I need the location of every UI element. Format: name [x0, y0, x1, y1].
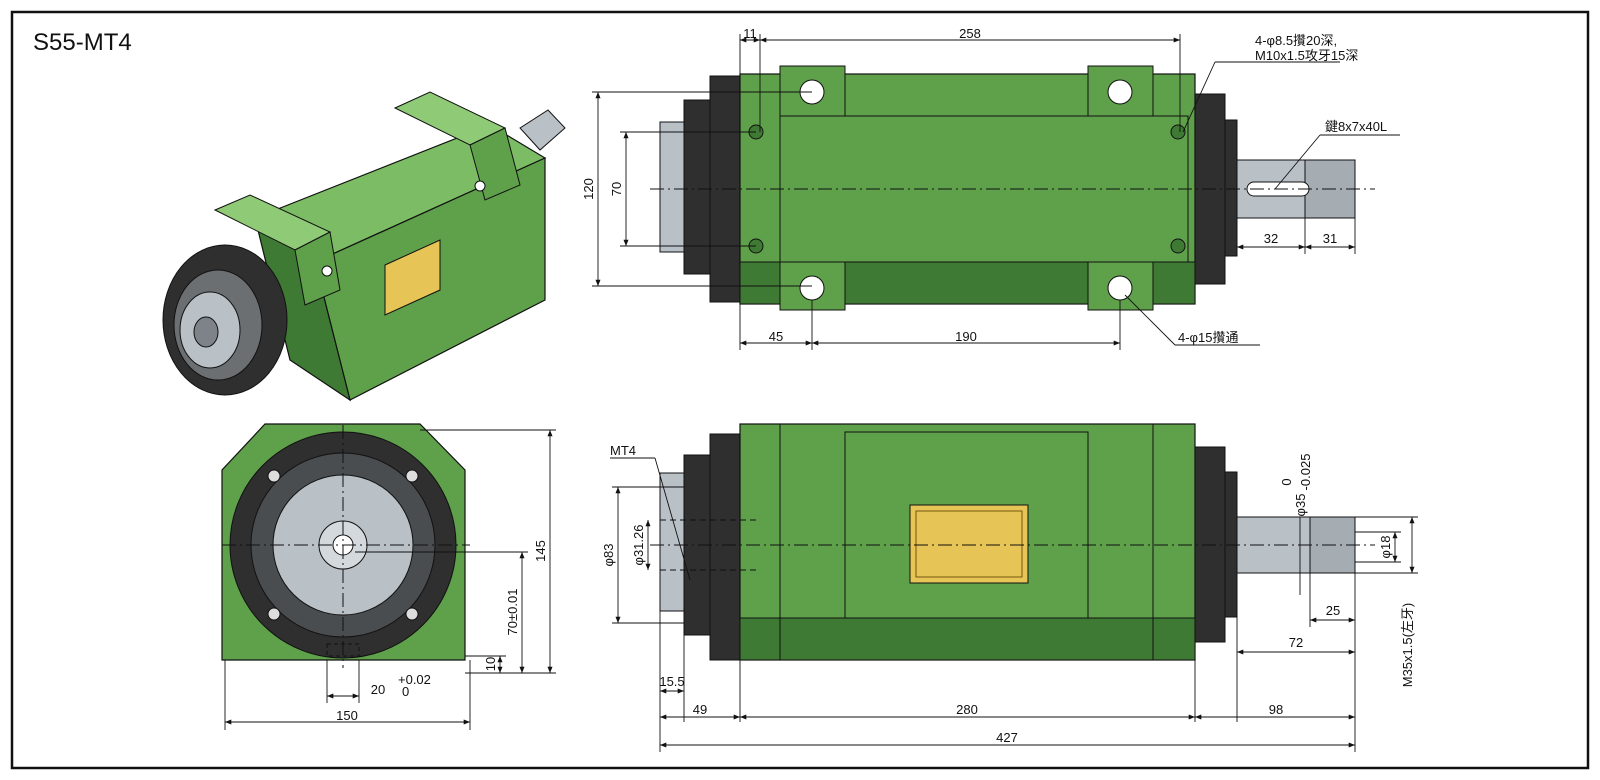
dim-120: 120: [581, 178, 596, 200]
end-view: [221, 423, 470, 668]
dim-phi-31-26: φ31.26: [631, 525, 646, 566]
dim-phi-35-lower-tol: -0.025: [1298, 454, 1313, 491]
dim-phi-35: φ35: [1293, 494, 1308, 517]
dim-49: 49: [693, 702, 707, 717]
iso-rail-front-side: [294, 231, 341, 306]
dim-31: 31: [1323, 231, 1337, 246]
through-hole-icon: [1107, 275, 1133, 301]
dim-427: 427: [996, 730, 1018, 745]
tapped-hole-icon: [1170, 124, 1186, 140]
dim-70-tolerance: 70±0.01: [505, 589, 520, 636]
tapped-hole-icon: [1170, 238, 1186, 254]
note-thread-m35: M35x1.5(左牙): [1400, 603, 1415, 688]
iso-nameplate: [384, 239, 441, 316]
top-view: [650, 65, 1375, 311]
nameplate-inner-border: [915, 510, 1023, 578]
top-spindle-nose: [659, 121, 685, 253]
dim-258: 258: [959, 26, 981, 41]
dim-20-upper-tol: +0.02: [398, 672, 431, 687]
dim-98: 98: [1269, 702, 1283, 717]
dim-20-lower-tol: 0: [402, 684, 409, 699]
top-rear-cap: [1224, 119, 1238, 257]
side-front-flange: [709, 433, 741, 661]
dim-145: 145: [533, 540, 548, 562]
dim-11: 11: [743, 26, 757, 41]
iso-hole-icon: [474, 180, 486, 192]
top-mount-block: [779, 65, 846, 117]
side-nameplate: [909, 504, 1029, 584]
dim-32: 32: [1264, 231, 1278, 246]
dim-190: 190: [955, 329, 977, 344]
side-spindle-nose: [659, 472, 685, 612]
dim-20: 20: [371, 682, 385, 697]
side-view: [650, 423, 1375, 661]
dim-phi-83: φ83: [601, 544, 616, 567]
note-keyway: 鍵8x7x40L: [1325, 119, 1387, 134]
dimension-lines: [224, 34, 1418, 752]
note-tapped-holes-line1: 4-φ8.5攢20深,: [1255, 33, 1337, 48]
bolt-icon: [267, 607, 281, 621]
bolt-icon: [405, 469, 419, 483]
dimension-labels: 11 258 120 70 45 190 32 31 4-φ8.5攢20深, M…: [336, 26, 1415, 745]
iso-hole-icon: [321, 265, 333, 277]
through-hole-icon: [1107, 79, 1133, 105]
note-tapped-holes-line2: M10x1.5攻牙15深: [1255, 48, 1358, 63]
through-hole-icon: [799, 275, 825, 301]
dim-25: 25: [1326, 603, 1340, 618]
model-title: S55-MT4: [33, 29, 132, 56]
isometric-view: [162, 91, 566, 402]
dim-15-5: 15.5: [659, 674, 684, 689]
dim-phi-35-upper-tol: 0: [1279, 478, 1294, 485]
dim-10: 10: [483, 657, 498, 671]
dim-150: 150: [336, 708, 358, 723]
iso-spindle-bore: [193, 316, 219, 348]
bolt-icon: [405, 607, 419, 621]
label-mt4: MT4: [610, 443, 636, 458]
bolt-icon: [267, 469, 281, 483]
iso-rear-shaft: [519, 109, 566, 151]
dim-70: 70: [609, 182, 624, 196]
dim-phi-18: φ18: [1378, 536, 1393, 559]
dim-72: 72: [1289, 635, 1303, 650]
top-front-cap: [683, 99, 711, 275]
dim-280: 280: [956, 702, 978, 717]
note-through-holes: 4-φ15攢通: [1178, 330, 1238, 345]
dim-45: 45: [769, 329, 783, 344]
drawing-border: [10, 10, 1590, 770]
side-body-lower: [739, 617, 1196, 661]
